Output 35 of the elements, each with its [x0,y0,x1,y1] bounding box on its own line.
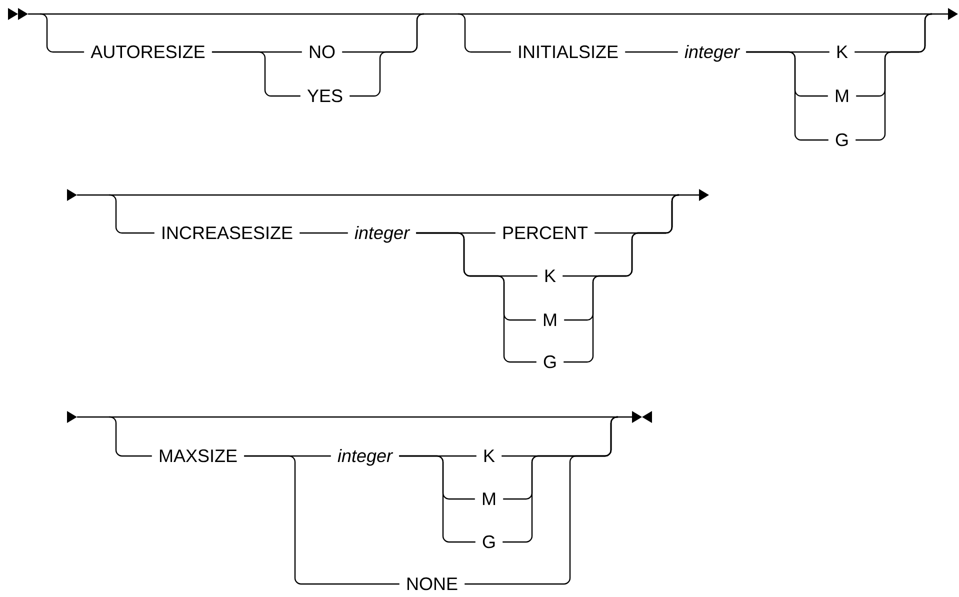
keyword-text: NONE [407,577,458,590]
track-line [109,416,152,457]
keyword-text: G [544,355,556,368]
track-line [416,232,536,363]
variable-text: integer [338,448,394,466]
track-line [244,455,400,585]
variable-text: integer [684,44,740,62]
keyword-text: YES [307,89,342,102]
keyword-text: MAXSIZE [160,449,237,462]
track-line [212,51,300,97]
track-line [856,13,932,141]
track-line [350,13,424,97]
variable-text: integer [354,226,410,243]
keyword-text: PERCENT [503,226,588,240]
keyword-text: NO [310,45,335,58]
track-line [40,13,84,53]
keyword-text: G [836,133,848,146]
keyword-text: G [482,535,495,548]
track-line [625,51,678,53]
keyword-text: M [836,90,848,102]
track-line [300,232,348,234]
keyword-text: INCREASESIZE [162,226,292,240]
keyword-text: K [837,46,848,58]
keyword-text: M [482,492,496,505]
track-line [564,194,680,363]
keyword-text: K [484,450,495,462]
track-line [109,194,154,234]
keyword-text: M [544,314,556,326]
track-line [399,455,476,543]
track-line [458,13,511,53]
keyword-text: INITIALSIZE [519,45,618,58]
keyword-text: AUTORESIZE [90,45,205,58]
track-line [464,416,618,585]
track-line [746,51,828,141]
keyword-text: K [545,270,556,282]
